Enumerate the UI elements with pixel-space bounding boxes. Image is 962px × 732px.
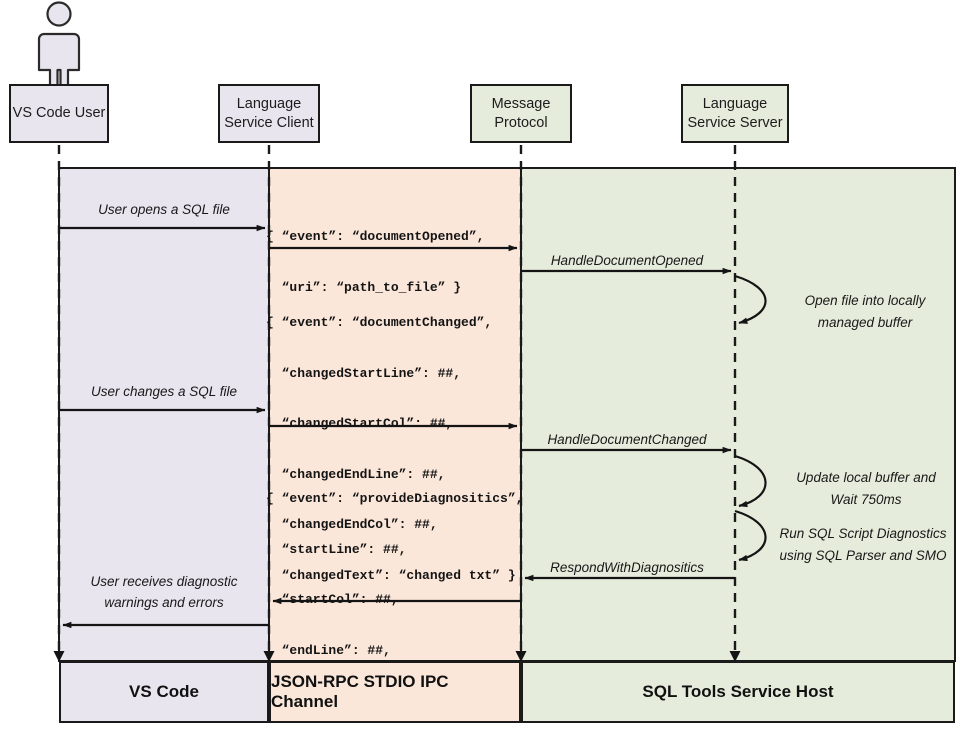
self-note-open-file-buffer: Open file into locally managed buffer	[772, 290, 958, 333]
message-label-respond-with-diagnositics: RespondWithDiagnositics	[550, 560, 704, 575]
participant-label-line1: Language	[702, 96, 768, 112]
json-line: { “event”: “documentOpened”,	[266, 229, 485, 244]
note-line1: Update local buffer and	[796, 470, 936, 485]
note-line2: Wait 750ms	[830, 491, 902, 507]
json-payload-provide-diagnositics: { “event”: “provideDiagnositics”, “start…	[266, 461, 523, 732]
participant-box-message-protocol[interactable]: Message Protocol	[470, 84, 572, 143]
label-line2: warnings and errors	[104, 594, 224, 610]
json-line: “startCol”: ##,	[266, 592, 399, 607]
footer-label: SQL Tools Service Host	[642, 682, 834, 701]
footer-band-sql-tools-service-host[interactable]: SQL Tools Service Host	[521, 661, 955, 723]
participant-box-vs-code-user[interactable]: VS Code User	[9, 84, 109, 143]
self-note-update-buffer-wait: Update local buffer and Wait 750ms	[770, 467, 962, 510]
json-line: { “event”: “provideDiagnositics”,	[266, 491, 524, 506]
participant-label-line1: Message	[491, 96, 551, 112]
participant-box-language-service-client[interactable]: Language Service Client	[218, 84, 320, 143]
participant-label-line2: Service Server	[687, 114, 783, 131]
json-line: “changedEndCol”: ##,	[266, 517, 438, 532]
actor-figure-icon	[37, 1, 81, 101]
loop-run-sql-diagnostics	[734, 509, 767, 562]
lifelines	[57, 145, 737, 655]
message-label-handle-document-changed: HandleDocumentChanged	[547, 432, 707, 447]
loop-update-buffer-wait	[734, 454, 767, 508]
message-label-user-receives-diagnostics: User receives diagnostic warnings and er…	[59, 572, 269, 614]
json-payload-document-opened: { “event”: “documentOpened”, “uri”: “pat…	[266, 199, 484, 326]
message-label-user-changes-sql-file: User changes a SQL file	[90, 384, 238, 399]
participant-label-line2: Protocol	[494, 114, 548, 131]
participant-label-line2: Service Client	[224, 114, 314, 131]
participant-label-line1: Language	[236, 96, 302, 112]
json-line: “changedEndLine”: ##,	[266, 466, 446, 482]
json-payload-document-changed: { “event”: “documentChanged”, “changedSt…	[266, 285, 516, 614]
footer-label: VS Code	[129, 682, 199, 701]
message-arrows	[59, 224, 735, 629]
message-label-user-opens-sql-file: User opens a SQL file	[98, 202, 230, 217]
note-line1: Run SQL Script Diagnostics	[779, 526, 947, 541]
json-line: “uri”: “path_to_file” }	[266, 279, 462, 295]
json-line: “startLine”: ##,	[266, 541, 407, 557]
note-line1: Open file into locally	[804, 293, 926, 308]
note-line2: using SQL Parser and SMO	[779, 547, 947, 563]
footer-band-vs-code[interactable]: VS Code	[59, 661, 269, 723]
loop-open-file-buffer	[734, 274, 767, 325]
message-label-handle-document-opened: HandleDocumentOpened	[550, 253, 704, 268]
participant-box-language-service-server[interactable]: Language Service Server	[681, 84, 789, 143]
lifeline-terminators	[53, 651, 741, 662]
self-note-run-sql-diagnostics: Run SQL Script Diagnostics using SQL Par…	[764, 523, 962, 566]
self-call-loops	[734, 274, 767, 562]
participant-label-line1: VS Code User	[12, 105, 106, 122]
json-line: “changedText”: “changed txt” }	[266, 567, 516, 583]
json-line: { “event”: “documentChanged”,	[266, 315, 493, 330]
json-line: “endLine”: ##,	[266, 642, 391, 658]
json-line: “changedStartCol”: ##,	[266, 416, 454, 431]
json-line: “changedStartLine”: ##,	[266, 365, 462, 381]
activation-bands	[58, 167, 956, 662]
footer-label: JSON-RPC STDIO IPC Channel	[271, 672, 449, 711]
note-line2: managed buffer	[817, 314, 913, 330]
footer-band-json-rpc-channel[interactable]: JSON-RPC STDIO IPC Channel	[269, 661, 521, 723]
label-line1: User receives diagnostic	[90, 574, 238, 589]
